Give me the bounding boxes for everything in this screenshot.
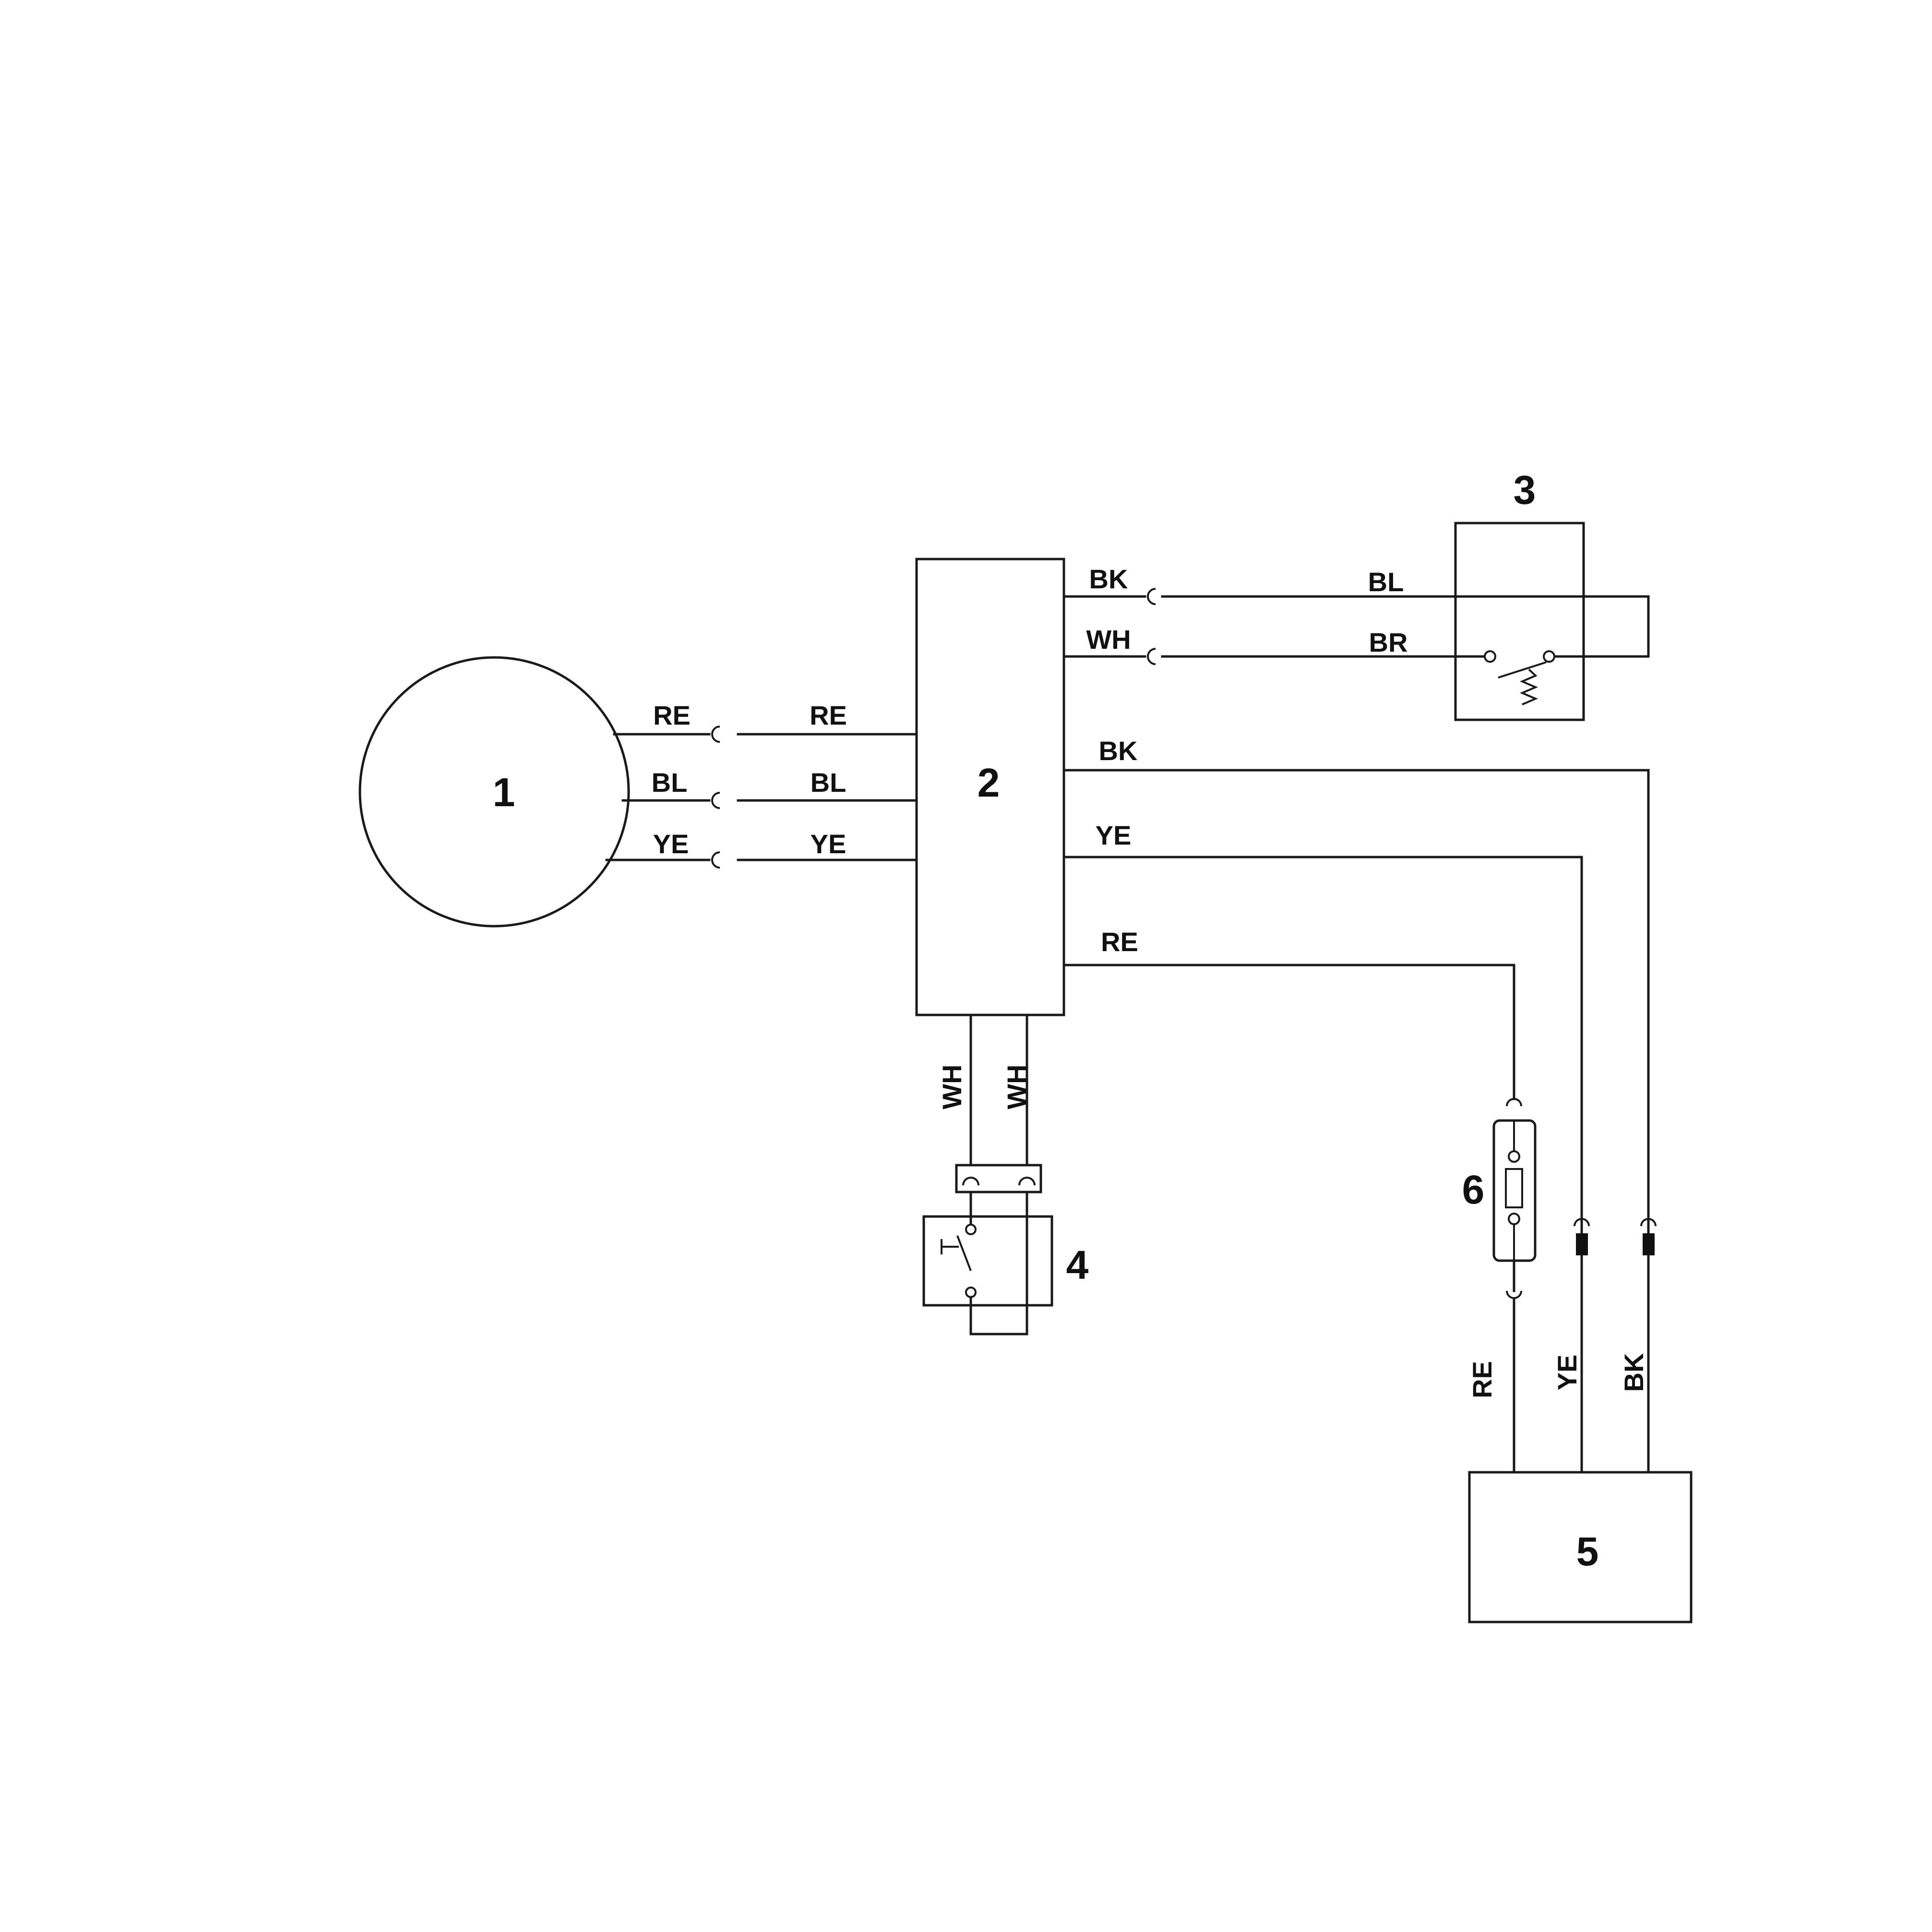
component-4-number: 4 [1066, 1242, 1089, 1288]
component-2-number: 2 [978, 760, 1000, 805]
label-c1-re: RE [653, 700, 691, 730]
wire-ye-to-5 [1062, 856, 1583, 1220]
switch-contact-top [965, 1224, 977, 1235]
component-6: 6 [1462, 1098, 1537, 1474]
connector-block-4 [955, 1164, 1042, 1193]
thermostat-contact-right [1543, 650, 1555, 663]
connector-wh-3 [1147, 648, 1156, 665]
label-c1-ye: YE [653, 829, 689, 859]
label-c3-in-bl: BL [1368, 567, 1404, 597]
thermostat-spring [1519, 668, 1538, 705]
label-c2-out-ye: YE [1096, 820, 1132, 850]
label-c2-out-re: RE [1101, 927, 1138, 957]
component-1-number: 1 [493, 770, 515, 815]
control-box [915, 558, 1065, 1016]
component-5-number: 5 [1576, 1529, 1599, 1574]
wires-2-to-3: BK WH BL BR [1062, 564, 1650, 665]
label-c2-in-ye: YE [811, 829, 847, 859]
labels-into-5: RE YE BK [1467, 1353, 1649, 1398]
component-5-box [1468, 1471, 1693, 1623]
label-c2-out-wh: WH [1086, 624, 1131, 655]
label-c5-re: RE [1467, 1361, 1497, 1398]
component-3-number: 3 [1514, 467, 1536, 513]
switch-box [922, 1215, 1053, 1307]
switch-return-loop [969, 1191, 1028, 1336]
fuse-top-connector [1506, 1098, 1522, 1107]
component-1: 1 [358, 656, 630, 928]
component-4: 4 [922, 1191, 1089, 1336]
wires-2-to-5: BK YE RE [1062, 736, 1650, 1220]
label-c2-in-re: RE [810, 700, 847, 730]
fuse-contact-top [1508, 1150, 1520, 1163]
plug-ye-body [1576, 1233, 1588, 1255]
thermostat-blade [1498, 661, 1547, 679]
connector-re [711, 726, 720, 743]
connector-bl [711, 792, 720, 809]
switch-blade [956, 1235, 972, 1271]
connector-ye [711, 851, 720, 869]
connector-bk-3 [1147, 588, 1156, 605]
switch-contact-bottom [965, 1287, 977, 1298]
thermostat-box [1454, 522, 1585, 721]
label-c2-bottom-wh-left: WH [937, 1064, 967, 1109]
label-c5-bk: BK [1619, 1353, 1649, 1392]
label-c2-out-bk2: BK [1099, 736, 1138, 766]
wires-2-to-4: WH WH [937, 1014, 1042, 1193]
component-3: 3 [1454, 467, 1585, 721]
plug-bk-body [1643, 1233, 1655, 1255]
wire-bk-to-5 [1062, 769, 1650, 1220]
label-c1-bl: BL [652, 767, 688, 798]
component-2: 2 [915, 558, 1065, 1016]
connector-block-right-socket [1018, 1177, 1036, 1186]
plug-connectors [1574, 1217, 1657, 1474]
motor-circle [358, 656, 630, 928]
label-c3-in-br: BR [1369, 627, 1408, 657]
component-5: 5 [1468, 1471, 1693, 1623]
component-6-number: 6 [1462, 1167, 1485, 1212]
label-c5-ye: YE [1552, 1355, 1582, 1391]
label-c2-bottom-wh-right: WH [1002, 1064, 1032, 1109]
fuse-contact-bottom [1508, 1213, 1520, 1225]
wires-1-to-2: RE BL YE RE BL YE [605, 700, 918, 869]
fuse-element [1505, 1168, 1523, 1208]
label-c2-in-bl: BL [811, 767, 847, 798]
connector-block-left-socket [962, 1177, 979, 1186]
thermostat-contact-left [1484, 650, 1496, 663]
wire-re-to-6 [1062, 964, 1515, 1100]
label-c2-out-bk: BK [1089, 564, 1128, 594]
